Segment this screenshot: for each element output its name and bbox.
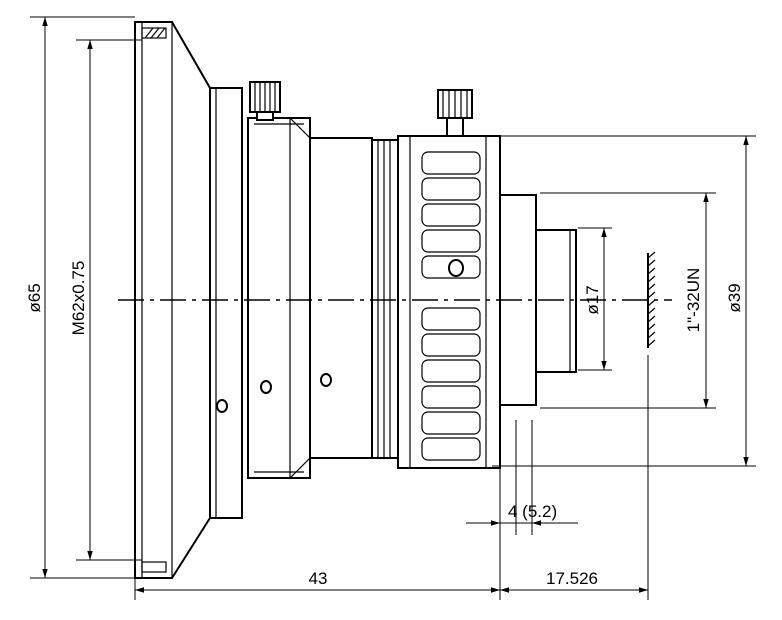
label-back-offset: 4 (5.2) <box>508 502 557 521</box>
dimension-lines <box>30 16 756 600</box>
label-length: 43 <box>309 569 328 588</box>
dimension-labels: ø65 M62x0.75 ø39 1"-32UN ø17 4 (5.2) 43 … <box>25 261 744 588</box>
iris-knurl <box>421 151 481 461</box>
iris-ring <box>397 135 501 469</box>
label-mount-thread: 1"-32UN <box>684 268 703 333</box>
label-flange-distance: 17.526 <box>546 569 598 588</box>
label-mount-diameter: ø39 <box>725 283 744 312</box>
label-outer-diameter: ø65 <box>25 283 44 312</box>
iris-lock-screw <box>437 89 473 137</box>
focus-ring <box>247 117 311 479</box>
focus-lock-screw <box>249 81 281 121</box>
label-rear-diameter: ø17 <box>583 285 602 314</box>
rear-element <box>535 229 577 373</box>
front-cylinder <box>209 87 243 519</box>
sensor-plane <box>647 251 656 348</box>
lens-body <box>134 21 577 579</box>
label-filter-thread: M62x0.75 <box>69 261 88 336</box>
middle-barrel <box>309 137 373 459</box>
filter-thread-hatch <box>141 27 167 573</box>
set-screw-holes <box>216 259 464 413</box>
